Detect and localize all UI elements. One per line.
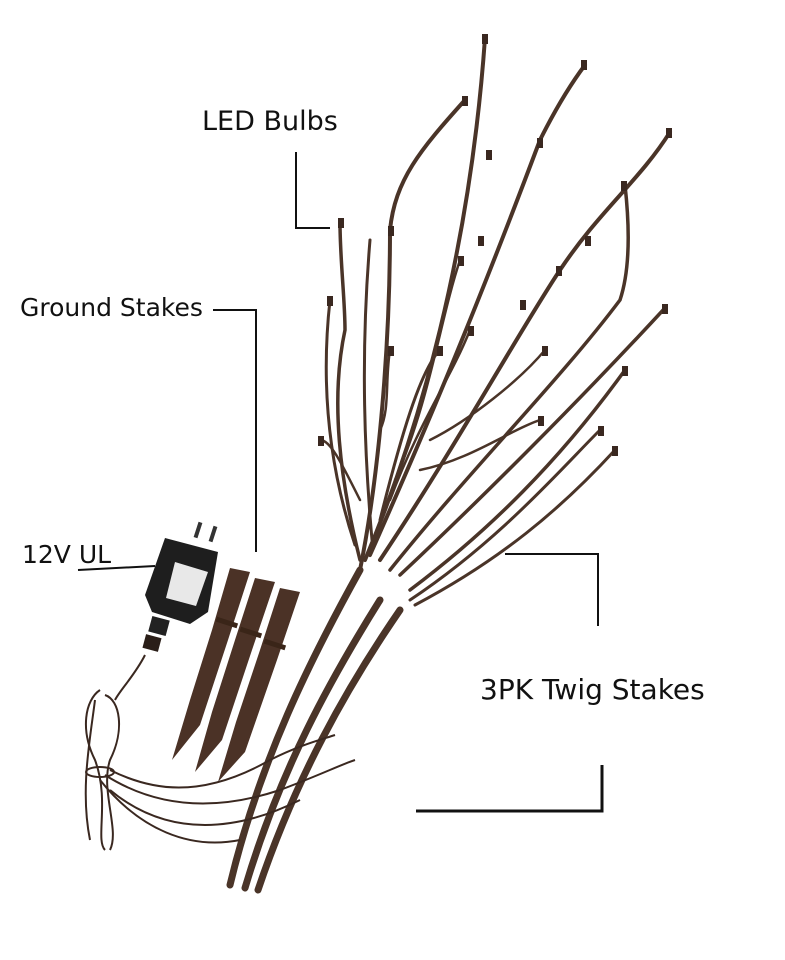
twig-top-leader-line	[505, 553, 599, 626]
twig-stakes-label: 3PK Twig Stakes	[480, 673, 705, 706]
ground-stakes-leader-line	[213, 309, 257, 552]
led-bulbs-label: LED Bulbs	[202, 106, 338, 137]
led-bulbs	[318, 34, 672, 456]
ground-stake-2	[195, 578, 275, 772]
ground-stake-3	[218, 588, 300, 782]
twig-branches	[226, 36, 672, 894]
ground-stakes-label: Ground Stakes	[20, 293, 203, 322]
ground-stake-1	[172, 568, 250, 760]
ground-stakes	[172, 568, 300, 782]
adapter-leader-line	[77, 565, 156, 571]
leader-lines	[77, 152, 604, 813]
power-cord	[84, 654, 356, 851]
led-leader-line	[295, 152, 330, 229]
adapter-label: 12V UL	[22, 540, 112, 569]
twig-bottom-leader-line	[416, 765, 604, 813]
power-adapter	[142, 521, 218, 652]
